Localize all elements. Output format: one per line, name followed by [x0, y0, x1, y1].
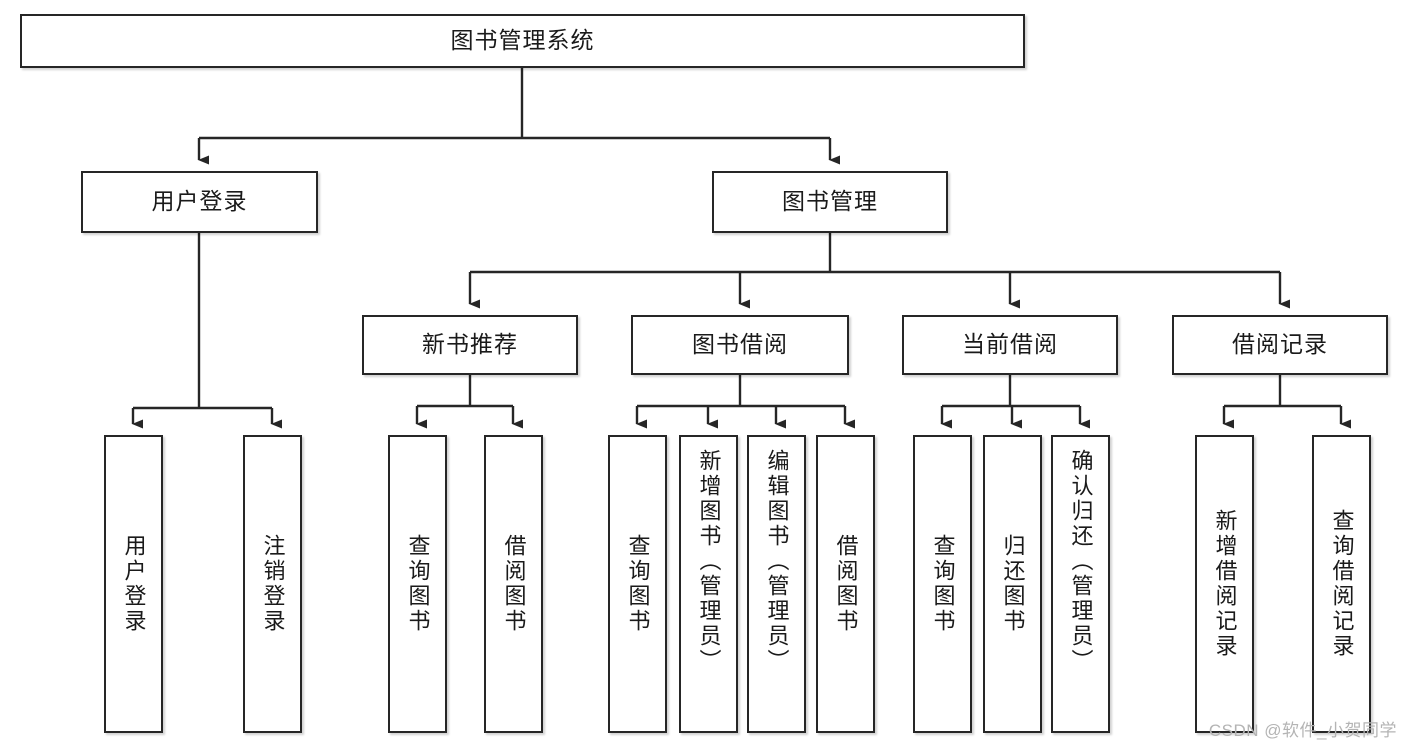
node-borrow-record[interactable]: 借阅记录 — [1172, 315, 1388, 375]
node-leaf-borrow-book-1[interactable]: 借阅图书 — [484, 435, 543, 733]
node-leaf-return-book[interactable]: 归还图书 — [983, 435, 1042, 733]
node-leaf-return-book-label: 归还图书 — [1000, 534, 1026, 634]
node-leaf-query-book-3[interactable]: 查询图书 — [913, 435, 972, 733]
node-new-book-recommend[interactable]: 新书推荐 — [362, 315, 578, 375]
node-leaf-add-record[interactable]: 新增借阅记录 — [1195, 435, 1254, 733]
node-leaf-edit-book[interactable]: 编辑图书（管理员） — [747, 435, 806, 733]
node-book-borrow-label: 图书借阅 — [692, 331, 788, 358]
node-leaf-query-book-1-label: 查询图书 — [405, 534, 431, 634]
node-leaf-confirm-return[interactable]: 确认归还（管理员） — [1051, 435, 1110, 733]
node-leaf-user-login[interactable]: 用户登录 — [104, 435, 163, 733]
node-book-manage-label: 图书管理 — [782, 188, 878, 215]
node-leaf-confirm-return-label: 确认归还（管理员） — [1068, 449, 1094, 674]
node-user-login-label: 用户登录 — [151, 188, 248, 215]
node-leaf-borrow-book-2-label: 借阅图书 — [833, 534, 859, 634]
node-root-label: 图书管理系统 — [450, 27, 595, 54]
node-book-manage[interactable]: 图书管理 — [712, 171, 948, 233]
node-leaf-user-logout[interactable]: 注销登录 — [243, 435, 302, 733]
node-current-borrow-label: 当前借阅 — [962, 331, 1058, 358]
node-leaf-edit-book-label: 编辑图书（管理员） — [764, 449, 790, 674]
node-leaf-add-book-label: 新增图书（管理员） — [696, 449, 722, 674]
node-leaf-query-book-2-label: 查询图书 — [625, 534, 651, 634]
node-root[interactable]: 图书管理系统 — [20, 14, 1025, 68]
node-current-borrow[interactable]: 当前借阅 — [902, 315, 1118, 375]
node-leaf-add-record-label: 新增借阅记录 — [1212, 509, 1238, 659]
node-leaf-add-book[interactable]: 新增图书（管理员） — [679, 435, 738, 733]
node-user-login[interactable]: 用户登录 — [81, 171, 318, 233]
node-leaf-user-login-label: 用户登录 — [121, 534, 147, 634]
node-book-borrow[interactable]: 图书借阅 — [631, 315, 849, 375]
node-leaf-borrow-book-1-label: 借阅图书 — [501, 534, 527, 634]
node-leaf-query-book-2[interactable]: 查询图书 — [608, 435, 667, 733]
node-leaf-query-book-3-label: 查询图书 — [930, 534, 956, 634]
csdn-watermark: CSDN @软件_小贺同学 — [1208, 721, 1397, 740]
node-borrow-record-label: 借阅记录 — [1232, 331, 1328, 358]
node-leaf-borrow-book-2[interactable]: 借阅图书 — [816, 435, 875, 733]
node-leaf-query-record-label: 查询借阅记录 — [1329, 509, 1355, 659]
node-new-book-recommend-label: 新书推荐 — [422, 331, 518, 358]
node-leaf-query-record[interactable]: 查询借阅记录 — [1312, 435, 1371, 733]
node-leaf-query-book-1[interactable]: 查询图书 — [388, 435, 447, 733]
node-leaf-user-logout-label: 注销登录 — [260, 534, 286, 634]
